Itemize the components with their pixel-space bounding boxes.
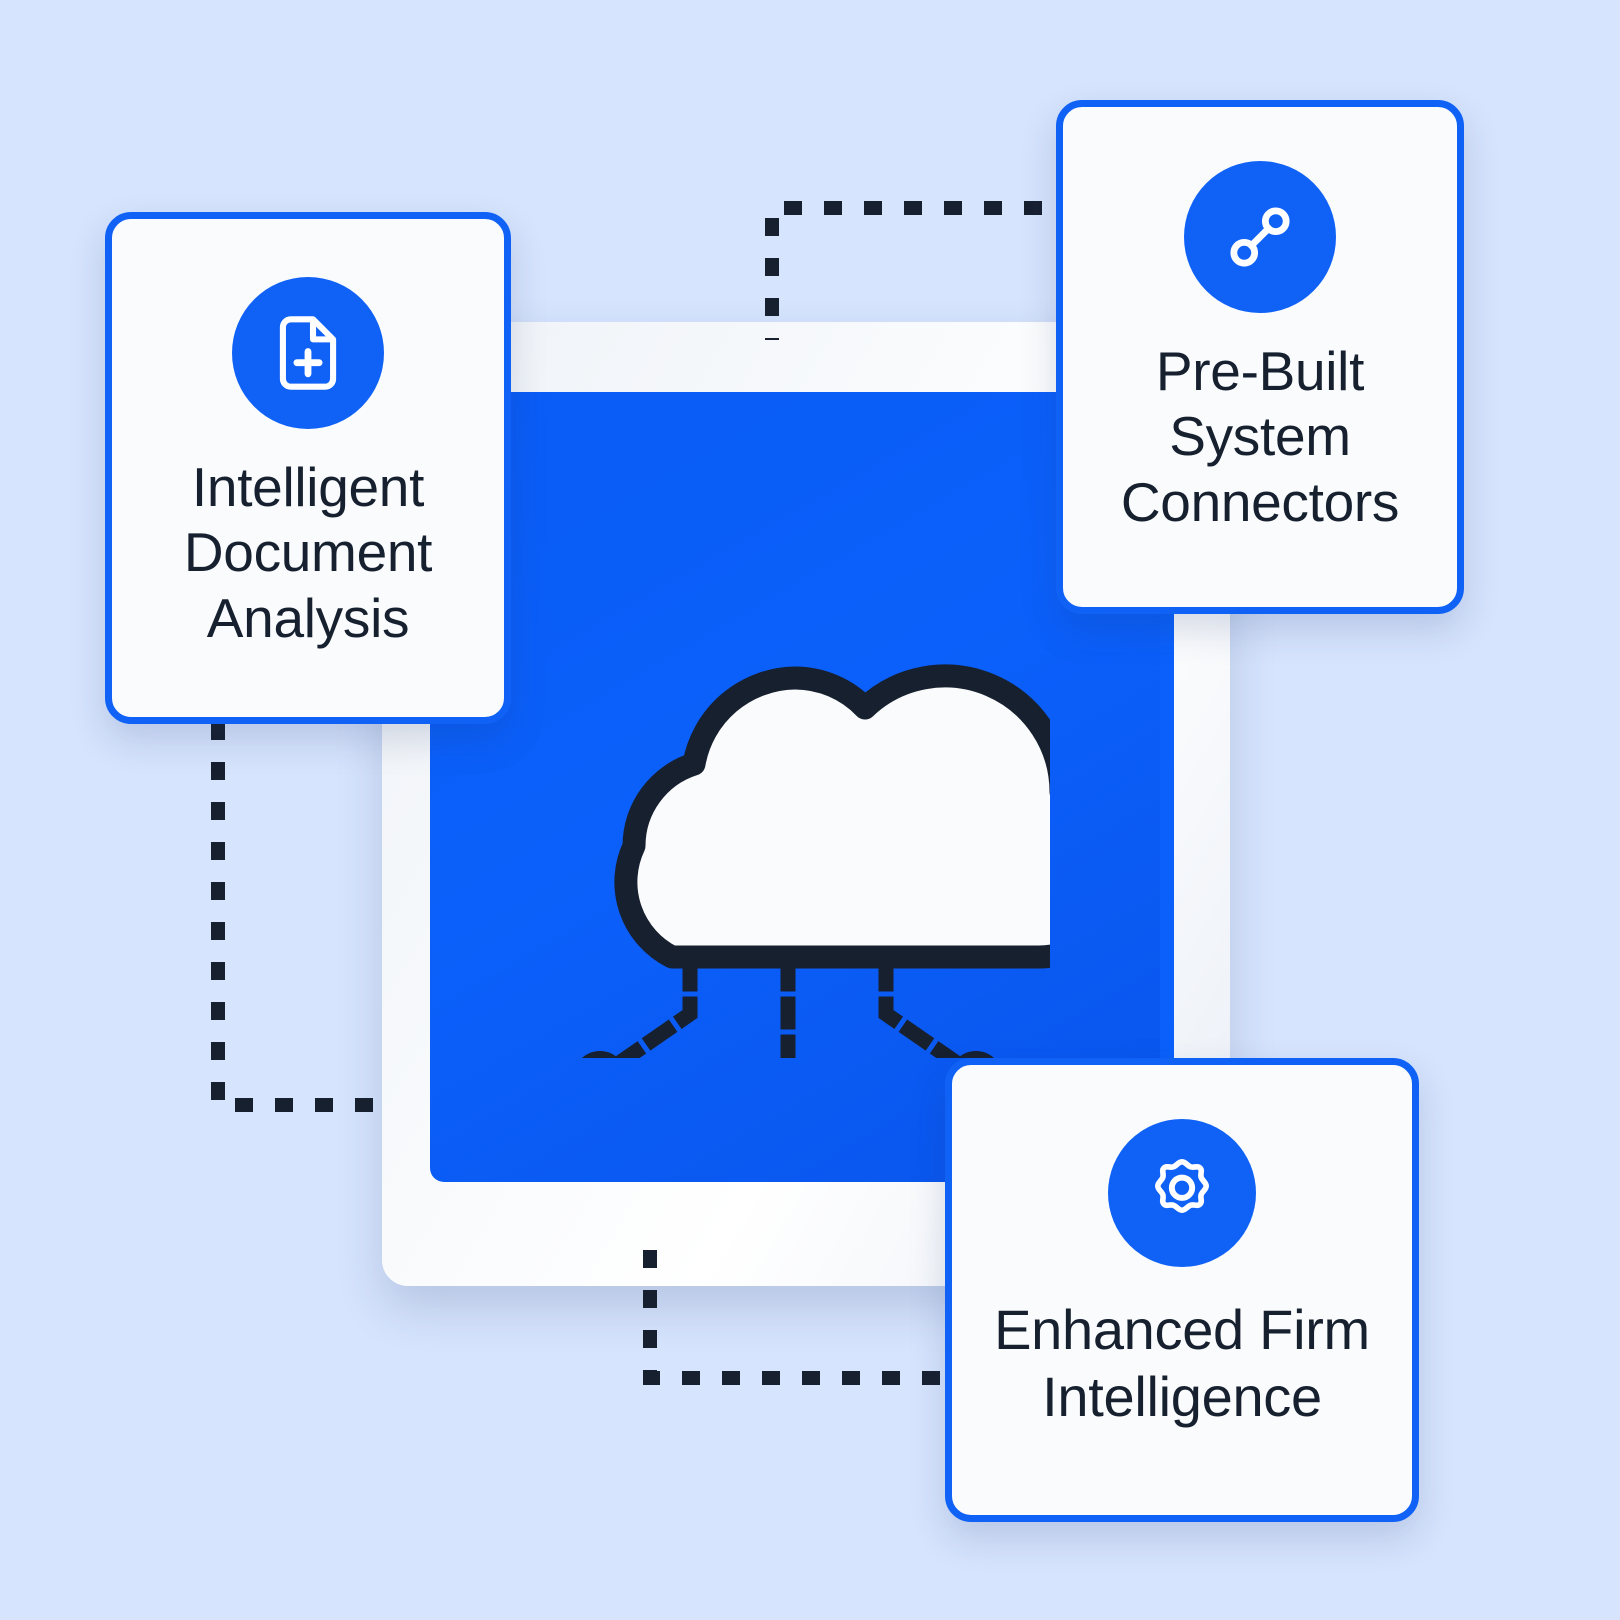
feature-card-pre-built-system-connectors[interactable]: Pre-Built System Connectors [1056, 100, 1464, 614]
feature-card-enhanced-firm-intelligence[interactable]: Enhanced Firm Intelligence [945, 1058, 1419, 1522]
feature-card-title: Pre-Built System Connectors [1120, 340, 1400, 533]
feature-card-title: Enhanced Firm Intelligence [994, 1298, 1370, 1428]
node-link-left [613, 958, 698, 1058]
connector-top-right [765, 201, 1082, 340]
document-add-icon [232, 277, 384, 429]
node-left [581, 1051, 619, 1058]
node-link-right [878, 958, 963, 1058]
connector-nodes-icon [1184, 161, 1336, 313]
connector-left [211, 722, 388, 1112]
cloud-icon [530, 548, 1050, 1058]
node-right [957, 1051, 995, 1058]
feature-card-intelligent-document-analysis[interactable]: Intelligent Document Analysis [105, 212, 511, 724]
feature-card-title: Intelligent Document Analysis [183, 456, 433, 649]
gear-icon [1108, 1119, 1256, 1267]
